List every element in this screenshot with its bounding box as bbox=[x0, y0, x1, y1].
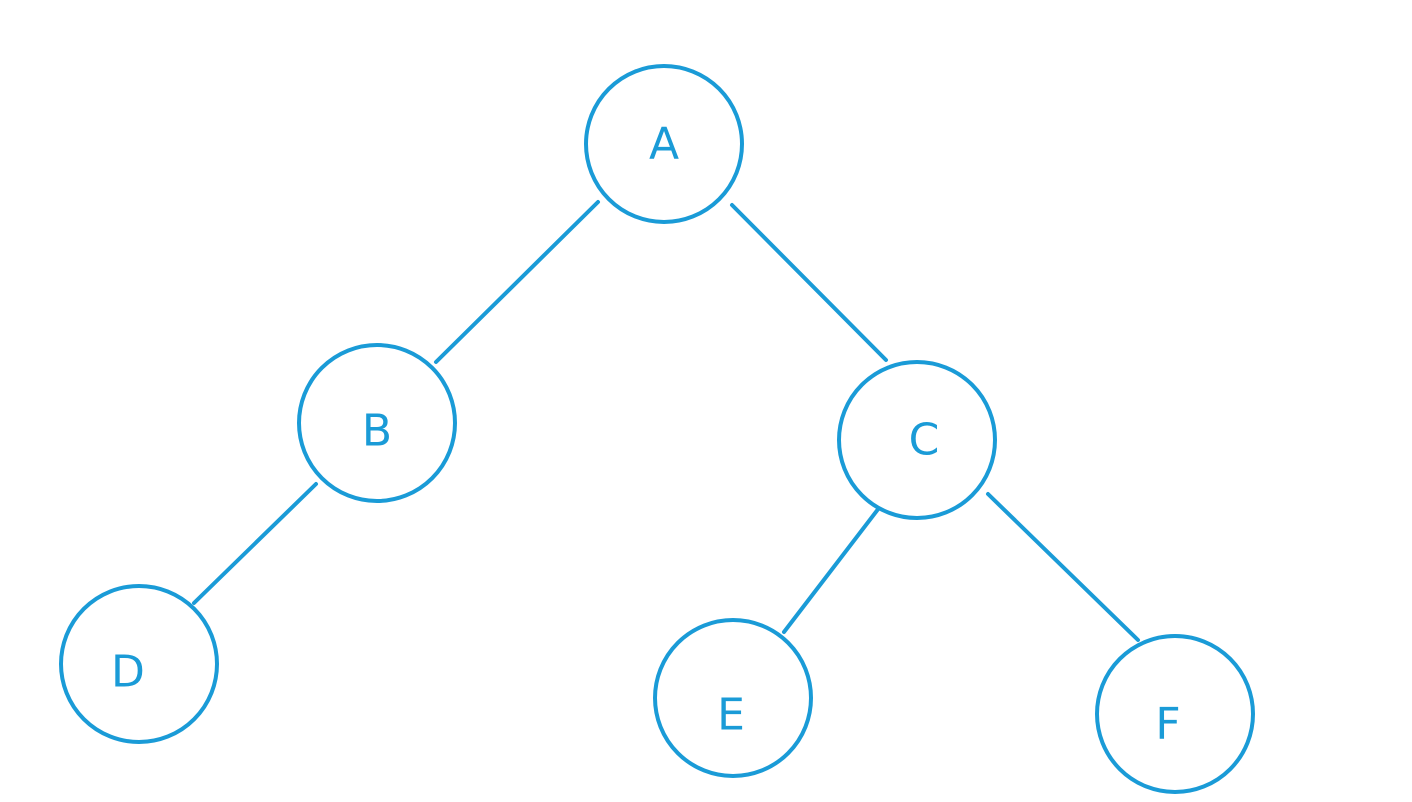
edge-c-e bbox=[782, 502, 884, 634]
node-c: C bbox=[837, 360, 997, 520]
node-f-label: F bbox=[1155, 699, 1180, 750]
node-a: A bbox=[584, 64, 744, 224]
node-e: E bbox=[653, 618, 813, 778]
node-f-circle bbox=[1095, 634, 1255, 794]
node-d-circle bbox=[59, 584, 219, 744]
edge-c-f bbox=[986, 492, 1140, 642]
node-d-label: D bbox=[111, 647, 145, 698]
node-a-circle bbox=[584, 64, 744, 224]
node-e-circle bbox=[653, 618, 813, 778]
node-f: F bbox=[1095, 634, 1255, 794]
edge-a-b bbox=[434, 200, 600, 364]
node-d: D bbox=[59, 584, 219, 744]
node-e-label: E bbox=[717, 690, 745, 741]
edges-layer bbox=[192, 200, 1140, 642]
node-b-label: B bbox=[362, 406, 392, 457]
edge-b-d bbox=[192, 482, 318, 605]
edge-a-c bbox=[730, 203, 888, 362]
node-b: B bbox=[297, 343, 457, 503]
nodes-layer: A B C D E F bbox=[59, 64, 1255, 794]
node-c-label: C bbox=[909, 415, 940, 466]
node-b-circle bbox=[297, 343, 457, 503]
node-a-label: A bbox=[649, 119, 679, 170]
node-c-circle bbox=[837, 360, 997, 520]
